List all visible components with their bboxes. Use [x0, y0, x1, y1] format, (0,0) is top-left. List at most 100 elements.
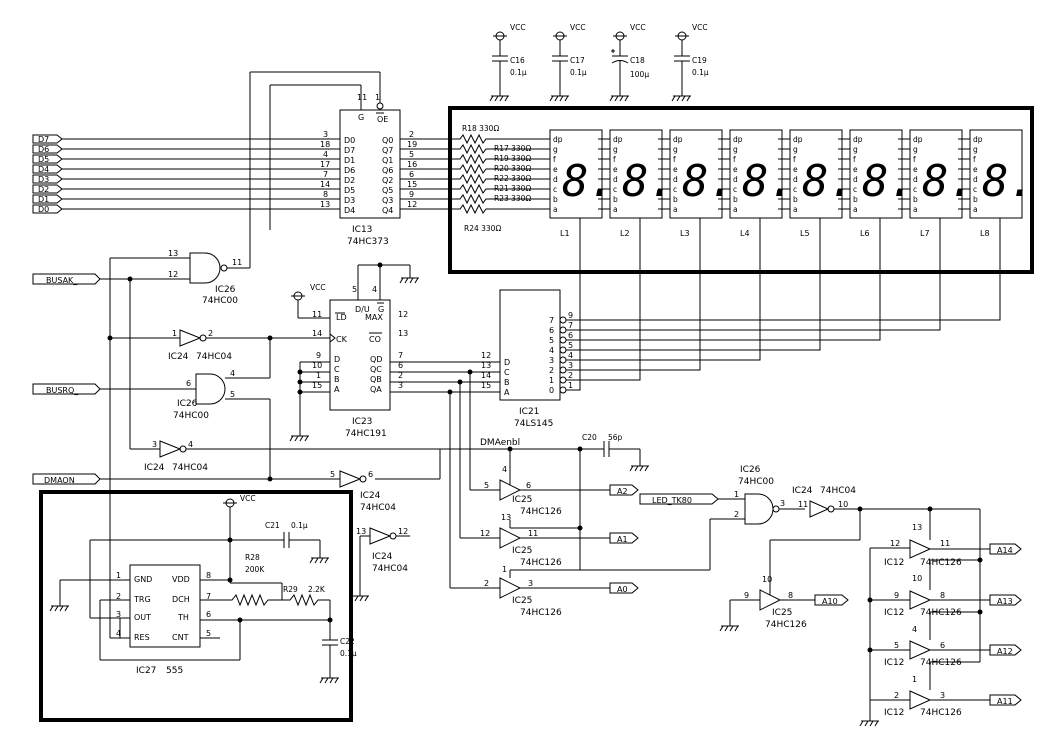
svg-text:7: 7: [323, 170, 328, 179]
svg-text:IC12: IC12: [884, 708, 904, 718]
svg-text:6: 6: [398, 361, 403, 370]
data-bus-inputs: D7 D6 D5 D4 D3 D2 D1 D0: [32, 134, 63, 214]
segment-label: d: [733, 175, 738, 184]
svg-text:200K: 200K: [245, 565, 265, 574]
svg-text:9: 9: [744, 591, 749, 600]
svg-text:R21 330Ω: R21 330Ω: [494, 184, 531, 193]
svg-text:9: 9: [316, 351, 321, 360]
svg-text:IC25: IC25: [772, 608, 792, 618]
svg-text:C21: C21: [265, 521, 280, 530]
svg-text:6: 6: [549, 326, 554, 335]
svg-text:G: G: [378, 305, 384, 314]
svg-text:11: 11: [798, 500, 808, 509]
svg-text:3: 3: [940, 691, 945, 700]
segment-label: f: [913, 155, 916, 164]
segment-label: a: [793, 205, 798, 214]
svg-text:IC12: IC12: [884, 558, 904, 568]
svg-text:C: C: [334, 365, 340, 374]
segment-label: e: [613, 165, 618, 174]
bus-input-d5: D5: [32, 154, 63, 164]
svg-text:15: 15: [481, 381, 491, 390]
segment-label: dp: [553, 135, 563, 144]
segment-label: b: [913, 195, 918, 204]
svg-text:A14: A14: [997, 546, 1013, 555]
bus-input-d3: D3: [32, 174, 63, 184]
svg-text:D2: D2: [38, 185, 49, 194]
cap-c18: VCC C18 100μ: [609, 23, 649, 102]
svg-text:D7: D7: [344, 146, 355, 155]
svg-text:VCC: VCC: [570, 23, 586, 32]
svg-text:13: 13: [501, 513, 511, 522]
svg-text:74HC126: 74HC126: [520, 608, 562, 618]
svg-text:4: 4: [188, 440, 193, 449]
nand-gate-ic26-a: 13 12 11 IC26 74HC00: [168, 249, 242, 306]
svg-text:DMAenbl: DMAenbl: [480, 438, 520, 448]
svg-text:3: 3: [549, 356, 554, 365]
display-label: L5: [800, 229, 810, 238]
svg-text:74HC126: 74HC126: [920, 658, 962, 668]
svg-text:74HC126: 74HC126: [520, 507, 562, 517]
svg-text:VCC: VCC: [692, 23, 708, 32]
svg-text:12: 12: [890, 539, 900, 548]
svg-text:7: 7: [549, 316, 554, 325]
svg-text:74HC126: 74HC126: [920, 708, 962, 718]
buffer-a12: 5 4 6 IC12 74HC126 A12: [870, 625, 1022, 668]
svg-text:0.1μ: 0.1μ: [692, 68, 709, 77]
svg-text:A: A: [504, 388, 510, 397]
svg-text:TH: TH: [177, 613, 189, 622]
segment-label: f: [793, 155, 796, 164]
svg-text:C18: C18: [630, 56, 645, 65]
segment-label: f: [853, 155, 856, 164]
led-tk80-input: LED_TK80: [639, 493, 745, 505]
svg-text:3: 3: [323, 130, 328, 139]
segment-label: g: [913, 145, 918, 154]
cap-c17: VCC C17 0.1μ: [549, 23, 587, 102]
svg-text:6: 6: [568, 331, 573, 340]
control-inputs: BUSAK_ BUSRQ_ DMAON: [32, 273, 101, 485]
svg-text:74HC00: 74HC00: [738, 477, 774, 487]
svg-text:13: 13: [320, 200, 330, 209]
svg-text:R24 330Ω: R24 330Ω: [464, 224, 501, 233]
svg-text:G: G: [358, 113, 364, 122]
dmaenbl-net: DMAenbl C20 56p: [480, 433, 650, 578]
svg-text:2: 2: [398, 371, 403, 380]
segment-label: g: [733, 145, 738, 154]
svg-text:5: 5: [352, 285, 357, 294]
svg-text:7: 7: [206, 592, 211, 601]
svg-text:13: 13: [168, 249, 178, 258]
svg-text:CO: CO: [369, 335, 381, 344]
timer-wires: VCC C21 0.1μ R28 200K R29 2.2K C22: [49, 494, 357, 684]
bus-input-d6: D6: [32, 144, 63, 154]
svg-text:1: 1: [568, 381, 573, 390]
input-busrq: BUSRQ_: [32, 383, 101, 395]
svg-text:IC24: IC24: [792, 486, 813, 496]
svg-text:0.1μ: 0.1μ: [340, 649, 357, 658]
segment-label: dp: [913, 135, 923, 144]
svg-text:IC21: IC21: [519, 407, 539, 417]
svg-text:15: 15: [407, 180, 417, 189]
svg-text:17: 17: [320, 160, 330, 169]
segment-label: e: [973, 165, 978, 174]
svg-text:14: 14: [312, 329, 322, 338]
segment-label: d: [673, 175, 678, 184]
segment-label: b: [973, 195, 978, 204]
svg-text:2: 2: [568, 371, 573, 380]
input-dmaon: DMAON: [32, 473, 101, 485]
segment-label: b: [853, 195, 858, 204]
svg-text:0.1μ: 0.1μ: [570, 68, 587, 77]
svg-text:74HC04: 74HC04: [172, 463, 208, 473]
svg-text:14: 14: [481, 371, 491, 380]
segment-label: a: [553, 205, 558, 214]
segment-label: c: [853, 185, 857, 194]
svg-text:C20: C20: [582, 433, 597, 442]
svg-text:11: 11: [940, 539, 950, 548]
svg-text:QC: QC: [370, 365, 382, 374]
svg-text:QA: QA: [370, 385, 382, 394]
svg-text:2: 2: [409, 130, 414, 139]
svg-text:OUT: OUT: [134, 613, 151, 622]
timer-555: GND TRG OUT RES VDD DCH TH CNT 1 2 3 4 8…: [116, 564, 211, 676]
svg-text:0.1μ: 0.1μ: [291, 521, 308, 530]
svg-text:D7: D7: [38, 135, 49, 144]
